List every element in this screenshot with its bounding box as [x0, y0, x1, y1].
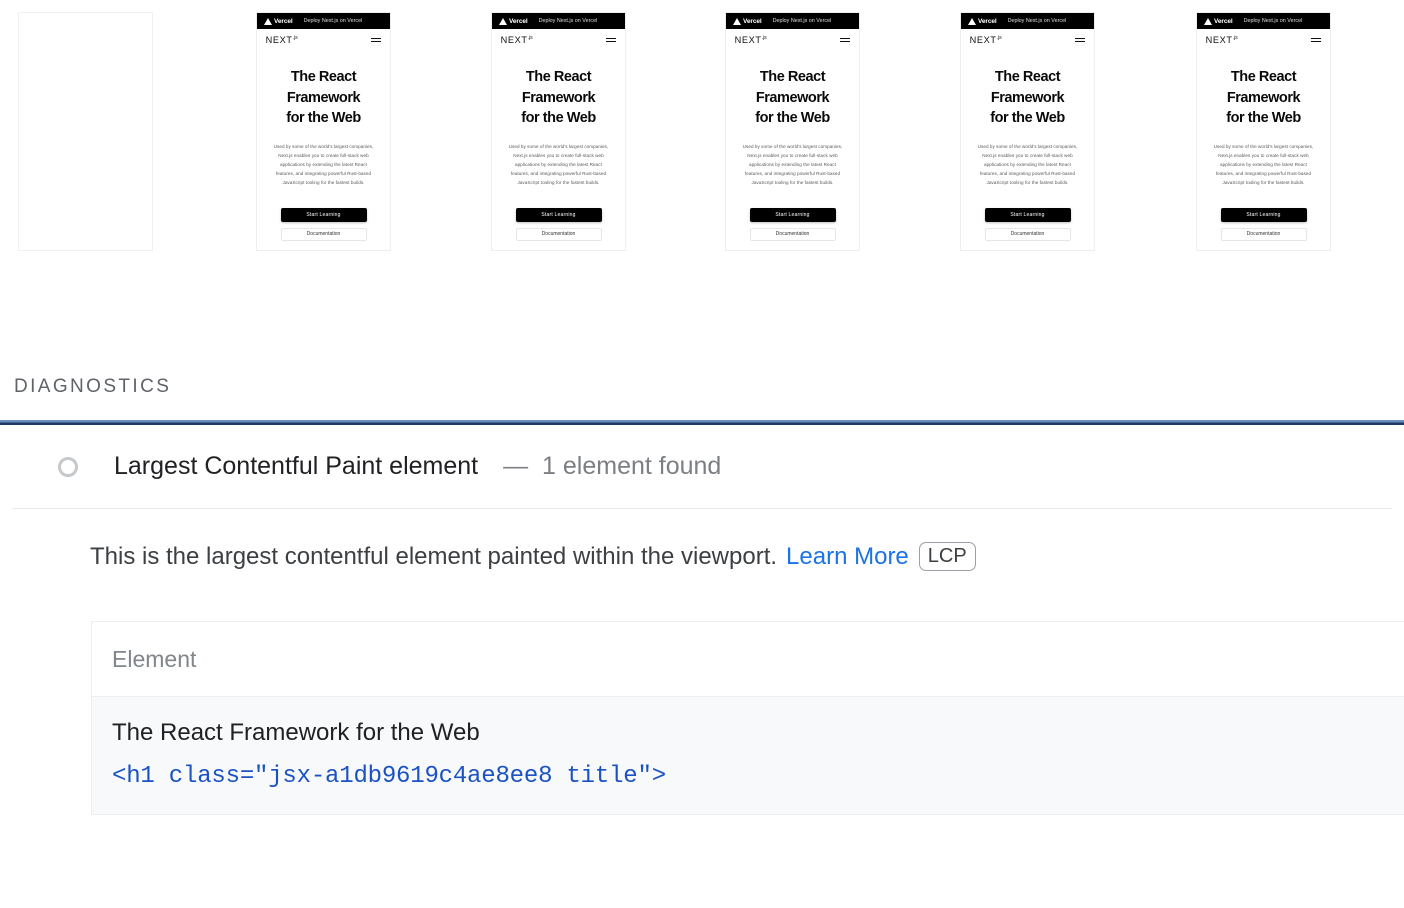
hamburger-icon: [371, 37, 381, 43]
filmstrip: Vercel Deploy Next.js on Vercel NEXT.js …: [0, 0, 1404, 268]
hero-paragraph: Used by some of the world's largest comp…: [742, 143, 843, 185]
vercel-triangle-icon: [733, 17, 741, 25]
hamburger-icon: [1075, 37, 1085, 43]
site-nav: NEXT.js: [961, 29, 1094, 51]
lcp-badge: LCP: [918, 542, 976, 572]
table-row[interactable]: The React Framework for the Web <h1 clas…: [92, 696, 1404, 815]
hero-heading: The React Framework for the Web: [521, 69, 596, 127]
documentation-button: Documentation: [984, 227, 1071, 241]
audit-meta: — 1 element found: [503, 452, 722, 480]
hero: The React Framework for the Web Used by …: [492, 51, 625, 241]
hero-paragraph: Used by some of the world's largest comp…: [508, 143, 609, 185]
page-thumbnail: Vercel Deploy Next.js on Vercel NEXT.js …: [492, 13, 625, 250]
vercel-banner: Vercel Deploy Next.js on Vercel: [1197, 13, 1330, 29]
page-thumbnail: Vercel Deploy Next.js on Vercel NEXT.js …: [1197, 13, 1330, 250]
vercel-triangle-icon: [1204, 17, 1212, 25]
start-learning-button: Start Learning: [1220, 207, 1307, 222]
start-learning-button: Start Learning: [280, 207, 367, 222]
vercel-brand-label: Vercel: [509, 17, 528, 25]
circle-outline-icon: [58, 456, 78, 477]
element-code-snippet: <h1 class="jsx-a1db9619c4ae8ee8 title">: [112, 763, 666, 791]
filmstrip-frame-6[interactable]: Vercel Deploy Next.js on Vercel NEXT.js …: [1196, 12, 1331, 251]
vercel-brand-label: Vercel: [978, 17, 997, 25]
vercel-banner: Vercel Deploy Next.js on Vercel: [492, 13, 625, 29]
hero: The React Framework for the Web Used by …: [1197, 51, 1330, 241]
nextjs-logo: NEXT.js: [265, 35, 298, 45]
section-divider: [0, 420, 1404, 425]
vercel-deploy-label: Deploy Next.js on Vercel: [538, 18, 598, 24]
hero-paragraph: Used by some of the world's largest comp…: [977, 143, 1078, 185]
element-name: The React Framework for the Web: [112, 719, 480, 747]
site-nav: NEXT.js: [492, 29, 625, 51]
hero-heading: The React Framework for the Web: [755, 69, 830, 127]
vercel-triangle-icon: [264, 17, 272, 25]
start-learning-button: Start Learning: [984, 207, 1071, 222]
page-thumbnail: Vercel Deploy Next.js on Vercel NEXT.js …: [961, 13, 1094, 250]
vercel-triangle-icon: [499, 17, 507, 25]
filmstrip-frame-5[interactable]: Vercel Deploy Next.js on Vercel NEXT.js …: [960, 12, 1095, 251]
page-thumbnail: Vercel Deploy Next.js on Vercel NEXT.js …: [257, 13, 390, 250]
hero: The React Framework for the Web Used by …: [961, 51, 1094, 241]
nextjs-logo: NEXT.js: [969, 35, 1002, 45]
vercel-deploy-label: Deploy Next.js on Vercel: [1243, 18, 1303, 24]
diagnostics-heading: DIAGNOSTICS: [14, 376, 172, 397]
vercel-brand-label: Vercel: [274, 17, 293, 25]
documentation-button: Documentation: [1220, 227, 1307, 241]
hero-paragraph: Used by some of the world's largest comp…: [1213, 143, 1314, 185]
vercel-brand-label: Vercel: [743, 17, 762, 25]
hamburger-icon: [606, 37, 616, 43]
filmstrip-frame-blank: [19, 13, 152, 250]
audit-header-row[interactable]: Largest Contentful Paint element — 1 ele…: [12, 425, 1392, 509]
vercel-deploy-label: Deploy Next.js on Vercel: [772, 18, 832, 24]
audit-description: This is the largest contentful element p…: [0, 509, 1404, 572]
nextjs-logo: NEXT.js: [734, 35, 767, 45]
vercel-banner: Vercel Deploy Next.js on Vercel: [726, 13, 859, 29]
vercel-brand-label: Vercel: [1214, 17, 1233, 25]
hero-paragraph: Used by some of the world's largest comp…: [273, 143, 374, 185]
hero-heading: The React Framework for the Web: [1226, 69, 1301, 127]
learn-more-link[interactable]: Learn More: [786, 542, 909, 570]
table-header-element: Element: [112, 646, 197, 673]
site-nav: NEXT.js: [257, 29, 390, 51]
filmstrip-frame-2[interactable]: Vercel Deploy Next.js on Vercel NEXT.js …: [256, 12, 391, 251]
site-nav: NEXT.js: [726, 29, 859, 51]
page-thumbnail: Vercel Deploy Next.js on Vercel NEXT.js …: [726, 13, 859, 250]
hero: The React Framework for the Web Used by …: [726, 51, 859, 241]
hero-heading: The React Framework for the Web: [990, 69, 1065, 127]
vercel-banner: Vercel Deploy Next.js on Vercel: [961, 13, 1094, 29]
start-learning-button: Start Learning: [515, 207, 602, 222]
vercel-triangle-icon: [968, 17, 976, 25]
nextjs-logo: NEXT.js: [1205, 35, 1238, 45]
element-table: Element The React Framework for the Web …: [91, 621, 1404, 816]
vercel-deploy-label: Deploy Next.js on Vercel: [1007, 18, 1067, 24]
documentation-button: Documentation: [515, 227, 602, 241]
hamburger-icon: [840, 37, 850, 43]
start-learning-button: Start Learning: [749, 207, 836, 222]
filmstrip-frame-4[interactable]: Vercel Deploy Next.js on Vercel NEXT.js …: [725, 12, 860, 251]
documentation-button: Documentation: [749, 227, 836, 241]
documentation-button: Documentation: [280, 227, 367, 241]
hamburger-icon: [1311, 37, 1321, 43]
vercel-deploy-label: Deploy Next.js on Vercel: [303, 18, 363, 24]
filmstrip-frame-3[interactable]: Vercel Deploy Next.js on Vercel NEXT.js …: [491, 12, 626, 251]
audit-title: Largest Contentful Paint element: [114, 452, 479, 480]
vercel-banner: Vercel Deploy Next.js on Vercel: [257, 13, 390, 29]
filmstrip-frame-1[interactable]: [18, 12, 153, 251]
audit-description-text: This is the largest contentful element p…: [90, 542, 778, 570]
nextjs-logo: NEXT.js: [500, 35, 533, 45]
site-nav: NEXT.js: [1197, 29, 1330, 51]
hero: The React Framework for the Web Used by …: [257, 51, 390, 241]
hero-heading: The React Framework for the Web: [286, 69, 361, 127]
